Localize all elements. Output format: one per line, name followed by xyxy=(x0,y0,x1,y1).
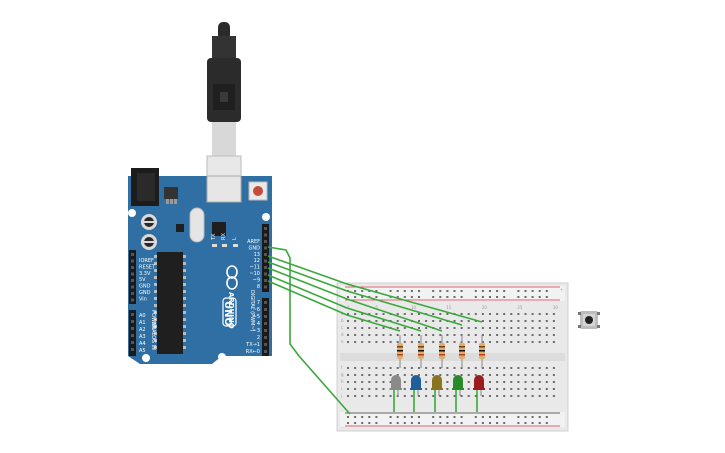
analog-header[interactable] xyxy=(129,310,136,356)
wire-pin9[interactable] xyxy=(267,280,401,332)
header_top_labels-label: ~10 xyxy=(249,271,260,277)
rail-plus-label: + xyxy=(560,287,563,292)
column-number: 5 xyxy=(375,305,378,310)
resistor[interactable] xyxy=(479,335,485,368)
header_top_labels-label: 8 xyxy=(257,284,260,290)
power-caption: POWER xyxy=(150,310,156,329)
wires[interactable] xyxy=(267,246,483,415)
usb-cable[interactable] xyxy=(206,22,242,185)
row-letter: f xyxy=(341,365,343,370)
column-number: 25 xyxy=(517,305,523,310)
header_bottom_labels-label: ~3 xyxy=(253,328,260,334)
row-letter: e xyxy=(341,339,344,344)
header_top_labels-label: ~9 xyxy=(253,277,260,283)
column-number: 1 xyxy=(347,305,350,310)
analog_labels-label: A5 xyxy=(139,348,146,354)
power_labels-label: RESET xyxy=(139,264,156,270)
led[interactable] xyxy=(410,375,422,412)
power_labels-label: 5V xyxy=(139,277,146,283)
resistor[interactable] xyxy=(397,335,403,368)
column-number: 30 xyxy=(553,305,559,310)
tx-label: TX xyxy=(211,233,217,241)
led[interactable] xyxy=(473,375,485,412)
atmega-chip xyxy=(157,252,183,354)
row-letter: d xyxy=(341,332,344,337)
header_top_labels-label: AREF xyxy=(247,239,260,245)
wire-pin12[interactable] xyxy=(267,261,463,326)
resistor[interactable] xyxy=(459,335,465,368)
center-channel xyxy=(340,353,565,361)
brand-text: ARDUINO xyxy=(227,292,235,329)
wire-pin13[interactable] xyxy=(267,255,483,323)
led[interactable] xyxy=(390,375,402,412)
analog_labels-label: A2 xyxy=(139,327,146,333)
l-label: L xyxy=(232,237,238,240)
power_labels-label: Vin xyxy=(139,296,147,302)
digital-header-high[interactable] xyxy=(262,224,269,292)
pushbutton[interactable] xyxy=(578,311,600,329)
analog_labels-label: A1 xyxy=(139,320,146,326)
wire-pin11[interactable] xyxy=(267,267,443,332)
rx-label: RX xyxy=(221,233,227,240)
header_bottom_labels-label: RX←0 xyxy=(246,349,260,355)
header_bottom_labels-label: 7 xyxy=(257,300,260,306)
led[interactable] xyxy=(452,375,464,412)
power_labels-label: IOREF xyxy=(139,258,154,264)
resistor[interactable] xyxy=(418,335,424,368)
power_labels-label: 3.3V xyxy=(139,271,151,277)
resistor[interactable] xyxy=(439,335,445,368)
model-badge: UNO xyxy=(222,297,237,327)
usb-b-port xyxy=(206,175,242,203)
header_top_labels-label: 13 xyxy=(254,252,260,258)
wire-pin10[interactable] xyxy=(267,274,422,332)
power-header[interactable] xyxy=(129,250,136,304)
rail-minus-label: - xyxy=(341,425,343,430)
led[interactable] xyxy=(431,375,443,412)
header_bottom_labels-label: ~5 xyxy=(253,314,260,320)
arduino-logo: ARDUINO xyxy=(226,265,238,329)
row-letter: j xyxy=(340,393,342,398)
power_labels-label: GND xyxy=(139,284,151,290)
row-letter: c xyxy=(341,325,343,330)
analog_labels-label: A3 xyxy=(139,334,146,340)
digital-header-low[interactable] xyxy=(262,298,269,356)
row-letter: g xyxy=(341,372,344,377)
column-number: 15 xyxy=(446,305,452,310)
header_bottom_labels-label: ~6 xyxy=(253,307,260,313)
digital-caption: DIGITAL (PWM~) xyxy=(249,290,255,332)
header_top_labels-label: ~11 xyxy=(249,265,260,271)
model-text: UNO xyxy=(222,301,233,326)
header_bottom_labels-label: 2 xyxy=(257,335,260,341)
header_top_labels-label: GND xyxy=(249,245,261,251)
column-number: 10 xyxy=(411,305,417,310)
row-letter: h xyxy=(341,379,344,384)
bottom-power-rail[interactable] xyxy=(340,412,565,427)
column-number: 20 xyxy=(482,305,488,310)
wire-gnd[interactable] xyxy=(267,246,351,415)
header_top_labels-label: 12 xyxy=(254,258,260,264)
row-letter: i xyxy=(341,386,342,391)
analog_labels-label: A4 xyxy=(139,341,146,347)
header_bottom_labels-label: 4 xyxy=(257,321,260,327)
header_bottom_labels-label: TX→1 xyxy=(245,342,260,348)
analog_labels-label: A0 xyxy=(139,313,146,319)
row-letter: b xyxy=(341,318,344,323)
power_labels-label: GND xyxy=(139,290,151,296)
crystal-oscillator xyxy=(189,207,205,243)
analog-caption: ANALOG IN xyxy=(150,322,156,350)
